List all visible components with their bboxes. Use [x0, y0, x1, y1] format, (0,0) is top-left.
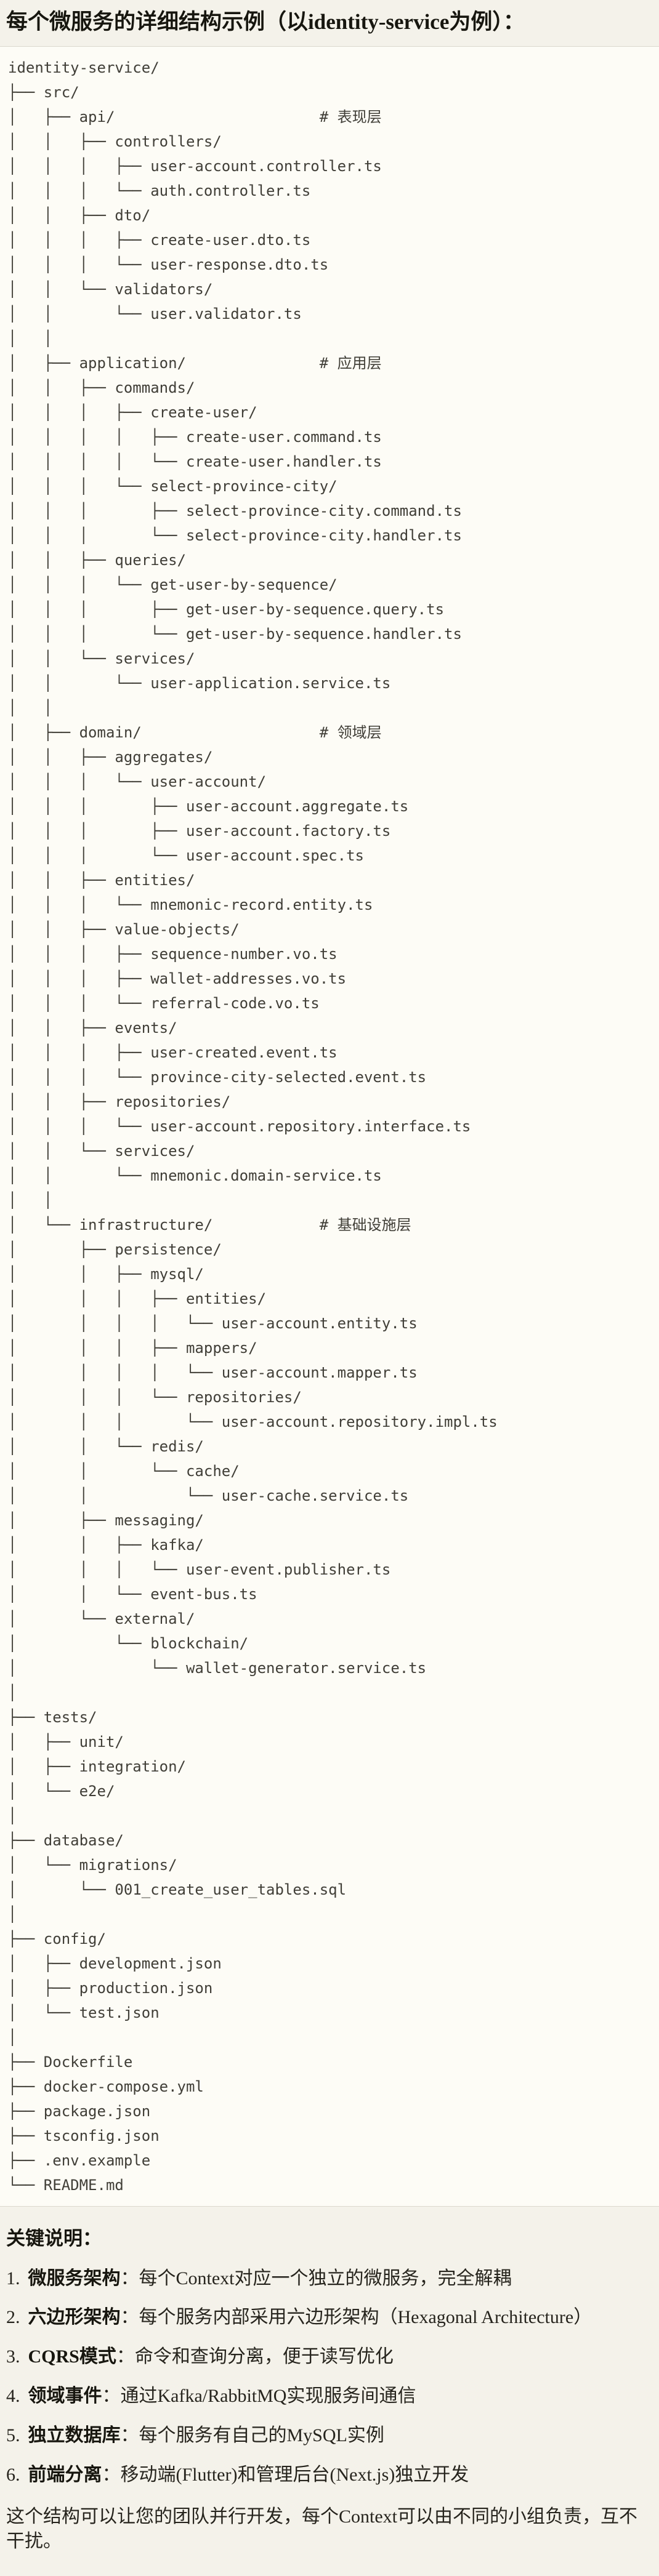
note-number: 5.: [6, 2425, 20, 2446]
note-number: 6.: [6, 2465, 20, 2485]
note-item: 5. 独立数据库：每个服务有自己的MySQL实例: [6, 2423, 653, 2448]
closing-paragraph: 这个结构可以让您的团队并行开发，每个Context可以由不同的小组负责，互不干扰…: [6, 2506, 637, 2551]
code-block: identity-service/ ├── src/ │ ├── api/ # …: [0, 46, 659, 2207]
directory-tree: identity-service/ ├── src/ │ ├── api/ # …: [8, 59, 498, 2194]
note-number: 3.: [6, 2346, 20, 2367]
notes-heading: 关键说明：: [6, 2228, 102, 2250]
note-label: 领域事件: [28, 2386, 102, 2407]
note-number: 4.: [6, 2386, 20, 2407]
note-desc: ：每个Context对应一个独立的微服务，完全解耦: [120, 2268, 512, 2289]
note-desc: ：命令和查询分离，便于读写优化: [116, 2346, 394, 2367]
note-label: 前端分离: [28, 2465, 102, 2485]
note-label: 微服务架构: [28, 2268, 121, 2289]
note-desc: ：每个服务有自己的MySQL实例: [120, 2425, 384, 2446]
note-desc: ：每个服务内部采用六边形架构（Hexagonal Architecture）: [120, 2307, 592, 2328]
note-item: 2. 六边形架构：每个服务内部采用六边形架构（Hexagonal Architec…: [6, 2305, 653, 2330]
note-item: 3. CQRS模式：命令和查询分离，便于读写优化: [6, 2345, 653, 2369]
note-item: 6. 前端分离：移动端(Flutter)和管理后台(Next.js)独立开发: [6, 2463, 653, 2487]
note-desc: ：移动端(Flutter)和管理后台(Next.js)独立开发: [102, 2465, 469, 2485]
note-number: 1.: [6, 2268, 20, 2289]
page-title: 每个微服务的详细结构示例（以identity-service为例）：: [6, 10, 525, 34]
note-desc: ：通过Kafka/RabbitMQ实现服务间通信: [102, 2386, 416, 2407]
note-label: 独立数据库: [28, 2425, 121, 2446]
note-label: CQRS模式: [28, 2346, 116, 2367]
note-number: 2.: [6, 2307, 20, 2328]
note-item: 1. 微服务架构：每个Context对应一个独立的微服务，完全解耦: [6, 2266, 653, 2291]
note-label: 六边形架构: [28, 2307, 121, 2328]
note-item: 4. 领域事件：通过Kafka/RabbitMQ实现服务间通信: [6, 2384, 653, 2409]
